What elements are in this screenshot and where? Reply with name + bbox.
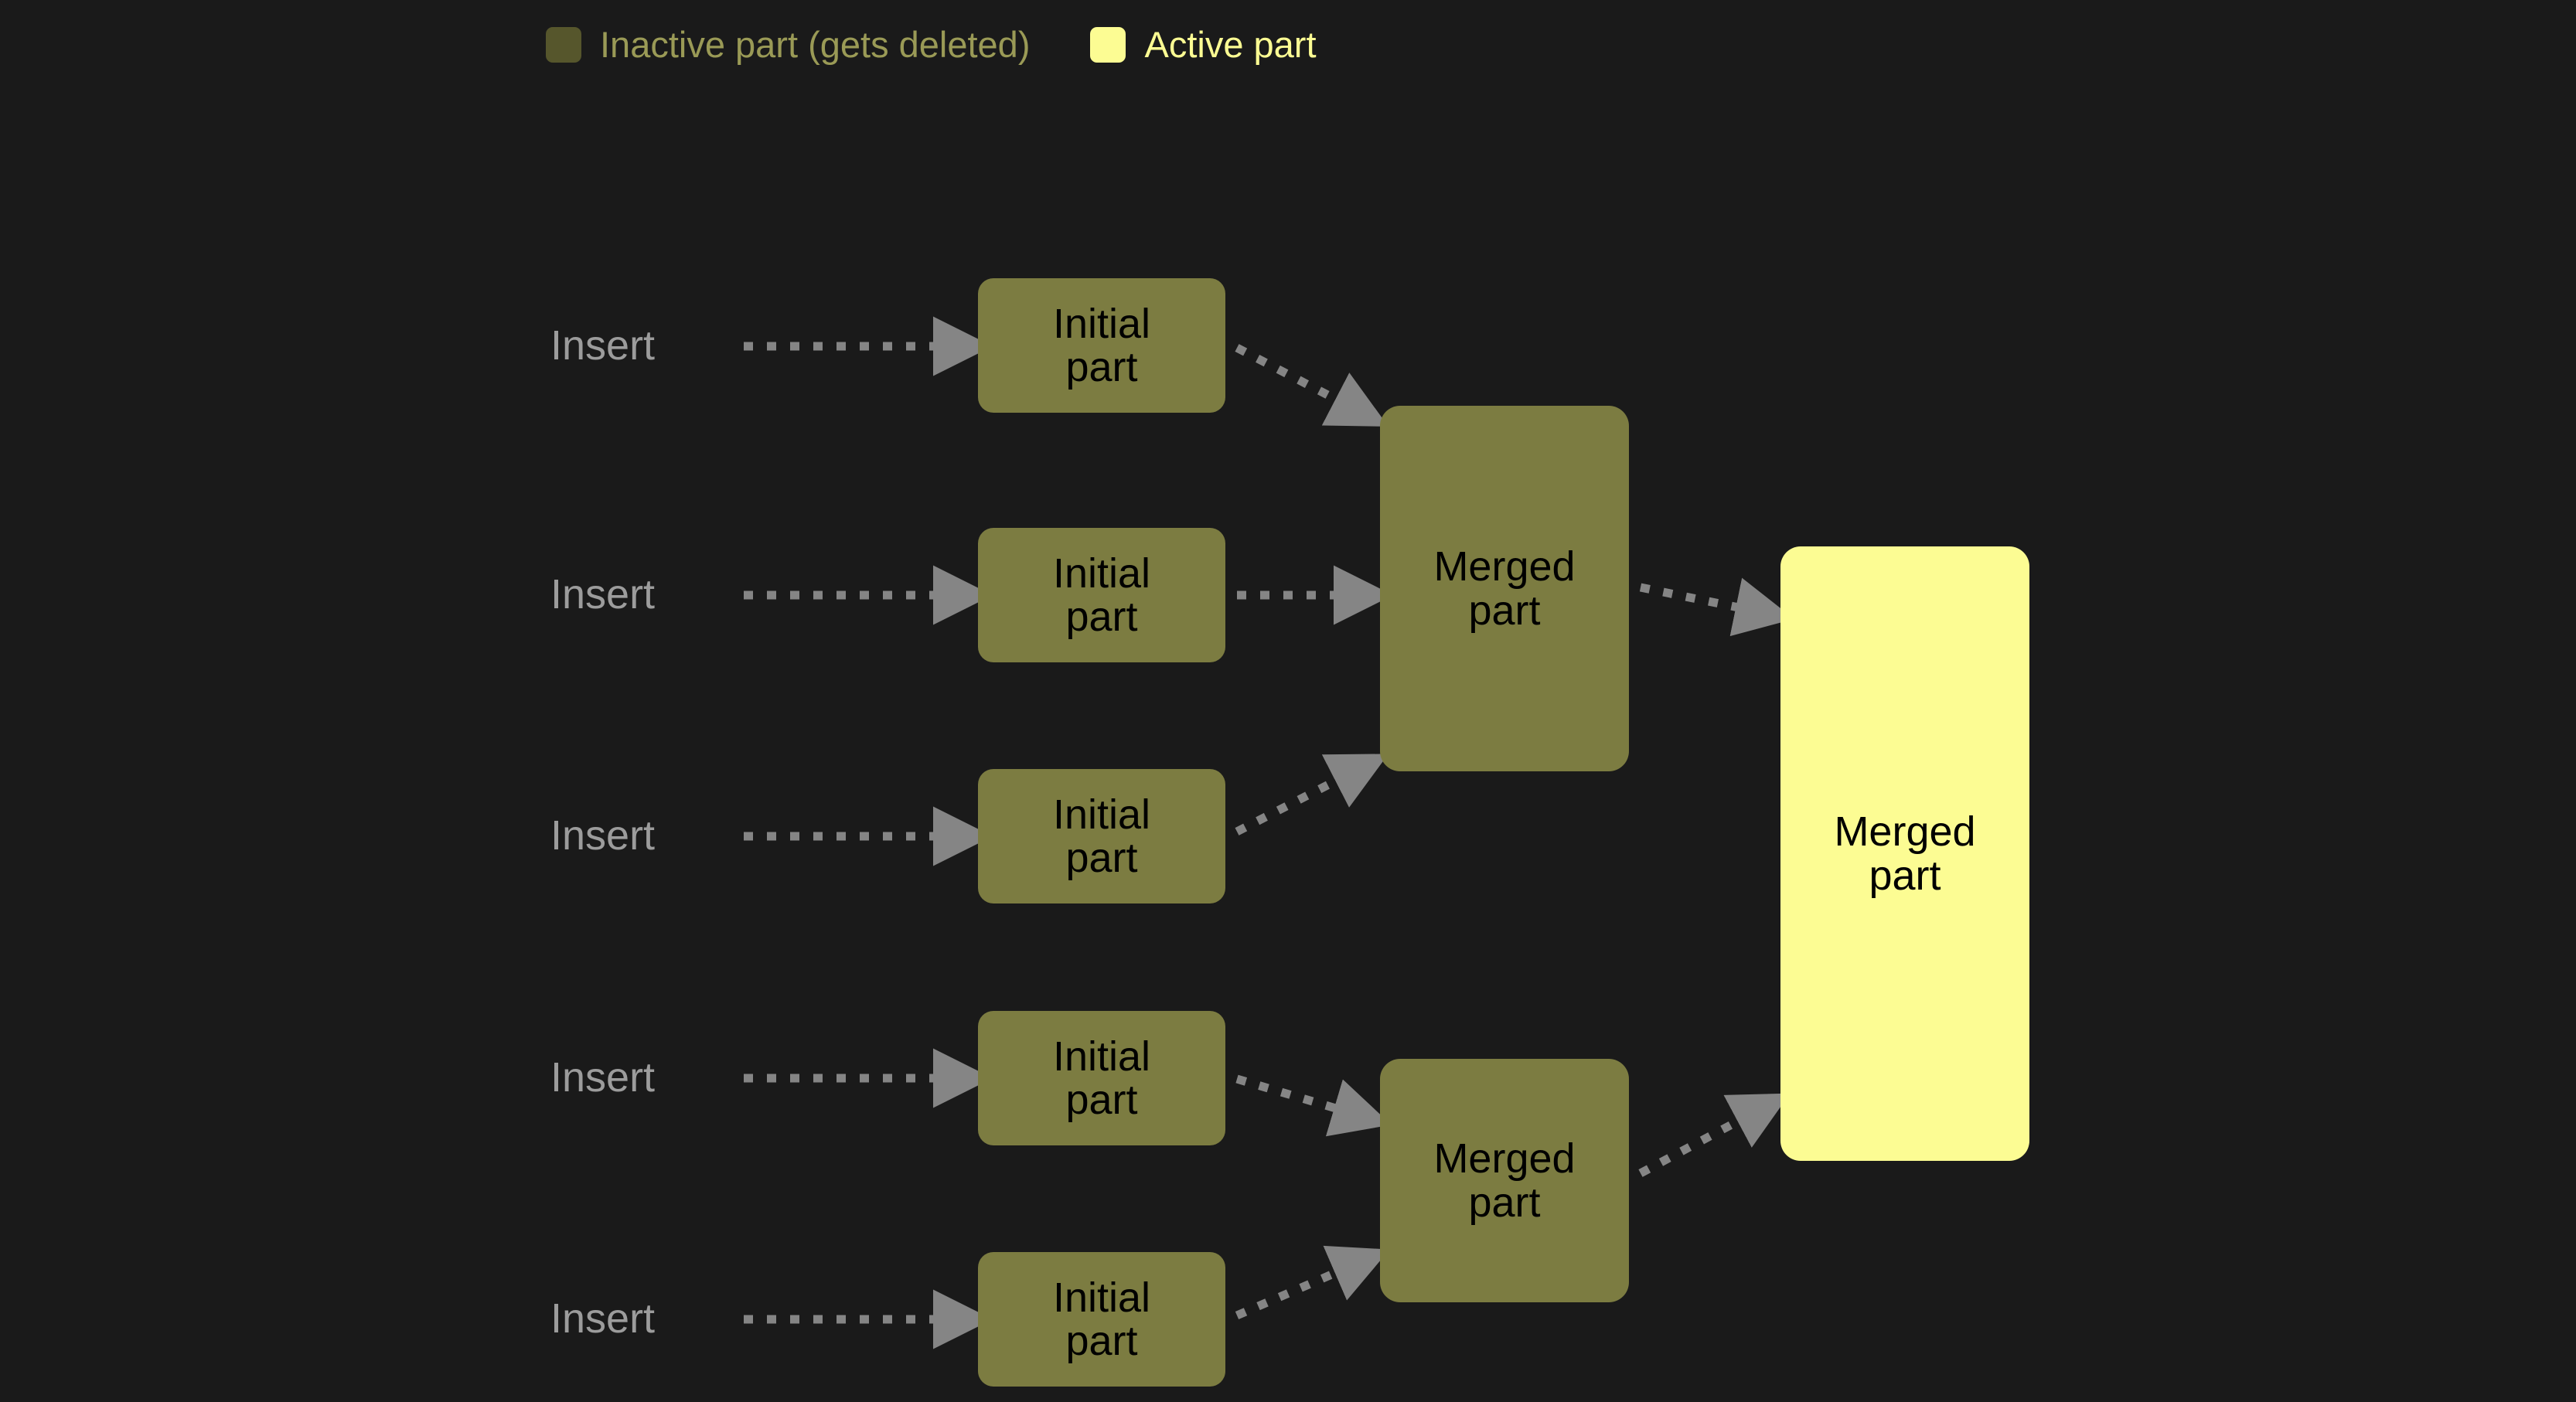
merged-part-box-1[interactable]: Merged part [1380, 406, 1629, 771]
insert-label-5: Insert [550, 1295, 656, 1342]
merged-part-label-2: Merged part [1433, 1135, 1576, 1226]
active-merged-part-label: Merged part [1834, 808, 1976, 899]
legend-swatch-inactive-icon [546, 26, 581, 63]
initial-part-label-3: Initial part [1052, 791, 1151, 881]
initial-part-box-2[interactable]: Initial part [978, 528, 1225, 662]
insert-label-4: Insert [550, 1054, 656, 1101]
insert-label-3: Insert [550, 812, 656, 859]
initial-part-label-1: Initial part [1052, 300, 1151, 390]
legend-label-inactive: Inactive part (gets deleted) [600, 24, 1031, 65]
initial-part-box-4[interactable]: Initial part [978, 1011, 1225, 1145]
initial-part-label-5: Initial part [1052, 1274, 1151, 1364]
initial-part-box-1[interactable]: Initial part [978, 278, 1225, 413]
insert-label-1: Insert [550, 322, 656, 369]
edge-initial3-merged1 [1235, 754, 1389, 835]
legend-item-inactive: Inactive part (gets deleted) [546, 26, 1030, 63]
edge-initial5-merged2 [1235, 1245, 1390, 1320]
insert-label-2: Insert [550, 571, 656, 618]
legend: Inactive part (gets deleted) Active part [546, 26, 1317, 63]
edge-merged2-active [1638, 1093, 1791, 1177]
edge-initial1-merged1 [1235, 344, 1389, 427]
active-merged-part-box[interactable]: Merged part [1780, 546, 2029, 1161]
edge-initial4-merged2 [1235, 1074, 1392, 1137]
merged-part-box-2[interactable]: Merged part [1380, 1059, 1629, 1302]
initial-part-label-2: Initial part [1052, 550, 1151, 640]
edge-merged1-active [1639, 577, 1794, 637]
legend-swatch-active-icon [1090, 26, 1126, 63]
initial-part-box-3[interactable]: Initial part [978, 769, 1225, 903]
initial-part-label-4: Initial part [1052, 1033, 1151, 1123]
merged-part-label-1: Merged part [1433, 543, 1576, 634]
initial-part-box-5[interactable]: Initial part [978, 1252, 1225, 1387]
legend-label-active: Active part [1144, 24, 1317, 65]
legend-item-active: Active part [1090, 24, 1317, 65]
